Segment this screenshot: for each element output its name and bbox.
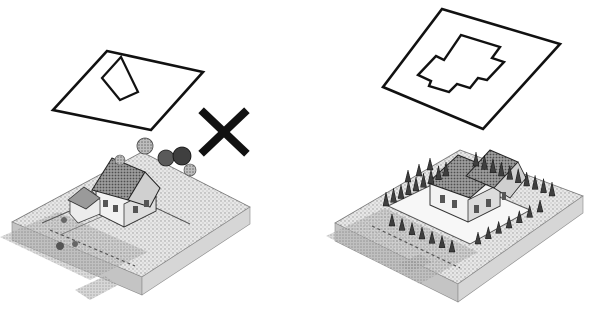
conifer-tree <box>416 164 422 176</box>
right-site-plan <box>383 9 560 129</box>
left-3d-model <box>0 138 250 300</box>
right-panel <box>326 9 583 302</box>
right-3d-model <box>326 150 583 302</box>
cross-icon <box>204 113 244 151</box>
conifer-tree <box>405 170 411 182</box>
left-panel <box>0 51 250 300</box>
conifer-tree <box>427 158 433 170</box>
left-site-plan <box>53 51 203 130</box>
